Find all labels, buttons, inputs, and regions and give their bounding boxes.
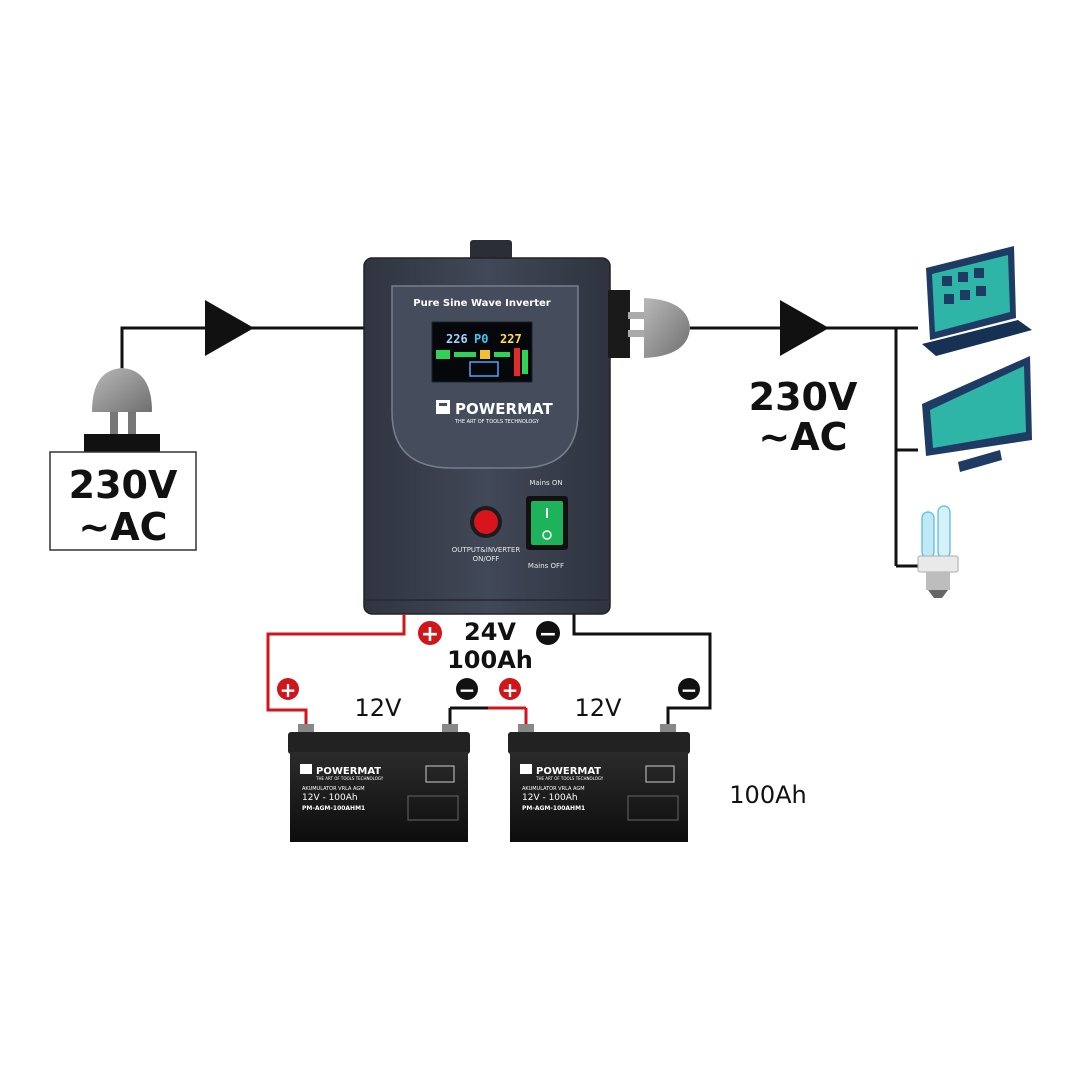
- bank-voltage: 24V: [464, 618, 516, 646]
- button-label-top: OUTPUT&INVERTER: [452, 546, 521, 554]
- source-label: 230V ~AC: [49, 451, 197, 551]
- battery-1: POWERMAT THE ART OF TOOLS TECHNOLOGY AKU…: [288, 724, 470, 842]
- battery1-model: PM-AGM-100AHM1: [302, 805, 365, 812]
- series-link-wire: [448, 706, 528, 730]
- output-inverter-button[interactable]: [470, 506, 502, 538]
- inverter-brand: POWERMAT: [455, 400, 553, 418]
- arrow-right-icon: [205, 300, 254, 356]
- battery1-voltage: 12V: [355, 694, 403, 722]
- inverter-tagline: THE ART OF TOOLS TECHNOLOGY: [454, 419, 540, 425]
- battery2-tagline: THE ART OF TOOLS TECHNOLOGY: [535, 776, 604, 781]
- lcd-mode: P0: [474, 332, 488, 346]
- svg-text:−: −: [539, 622, 557, 647]
- bank-positive-badge: +: [418, 621, 442, 647]
- bank-capacity: 100Ah: [447, 646, 533, 674]
- lcd-input-voltage: 226: [446, 332, 468, 346]
- battery1-tagline: THE ART OF TOOLS TECHNOLOGY: [315, 776, 384, 781]
- battery1-positive-badge: +: [277, 678, 299, 702]
- battery1-rating: 12V - 100Ah: [302, 793, 358, 803]
- battery2-model: PM-AGM-100AHM1: [522, 805, 585, 812]
- battery1-brand: POWERMAT: [316, 766, 381, 777]
- battery-2: POWERMAT THE ART OF TOOLS TECHNOLOGY AKU…: [508, 724, 690, 842]
- bulb-icon: [917, 505, 959, 598]
- battery2-positive-badge: +: [499, 678, 521, 702]
- button-label-bottom: ON/OFF: [473, 555, 500, 563]
- mains-on-label: Mains ON: [529, 479, 562, 487]
- negative-wire: [572, 614, 712, 730]
- battery1-negative-badge: −: [456, 678, 478, 702]
- svg-text:−: −: [681, 678, 698, 702]
- input-wire: [120, 326, 366, 392]
- output-label: 230V ~AC: [749, 375, 858, 459]
- mains-switch[interactable]: [526, 496, 568, 550]
- inverter: Pure Sine Wave Inverter 226 P0 227 POWER…: [363, 240, 646, 615]
- source-type: ~AC: [78, 505, 167, 549]
- bank-negative-badge: −: [536, 621, 560, 647]
- laptop-icon: [922, 246, 1032, 356]
- output-socket: [608, 290, 646, 358]
- output-voltage: 230V: [749, 375, 858, 419]
- inverter-title: Pure Sine Wave Inverter: [413, 298, 550, 309]
- capacity-note: 100Ah: [729, 781, 806, 809]
- positive-wire: [266, 614, 406, 730]
- battery2-type: AKUMULATOR VRLA AGM: [522, 786, 585, 792]
- svg-text:+: +: [280, 678, 297, 702]
- battery2-negative-badge: −: [678, 678, 700, 702]
- battery2-voltage: 12V: [575, 694, 623, 722]
- plug-icon: [644, 298, 690, 358]
- output-type: ~AC: [758, 415, 847, 459]
- plug-icon: [84, 368, 160, 454]
- battery2-brand: POWERMAT: [536, 766, 601, 777]
- svg-text:+: +: [421, 622, 439, 647]
- monitor-icon: [922, 356, 1032, 472]
- battery1-type: AKUMULATOR VRLA AGM: [302, 786, 365, 792]
- source-voltage: 230V: [69, 463, 178, 507]
- lcd-display: 226 P0 227: [431, 321, 533, 383]
- svg-text:−: −: [459, 678, 476, 702]
- inverter-logo: POWERMAT THE ART OF TOOLS TECHNOLOGY: [436, 400, 553, 425]
- arrow-right-icon: [780, 300, 829, 356]
- battery2-rating: 12V - 100Ah: [522, 793, 578, 803]
- lcd-output-voltage: 227: [500, 332, 522, 346]
- svg-text:+: +: [502, 678, 519, 702]
- mains-off-label: Mains OFF: [528, 562, 564, 570]
